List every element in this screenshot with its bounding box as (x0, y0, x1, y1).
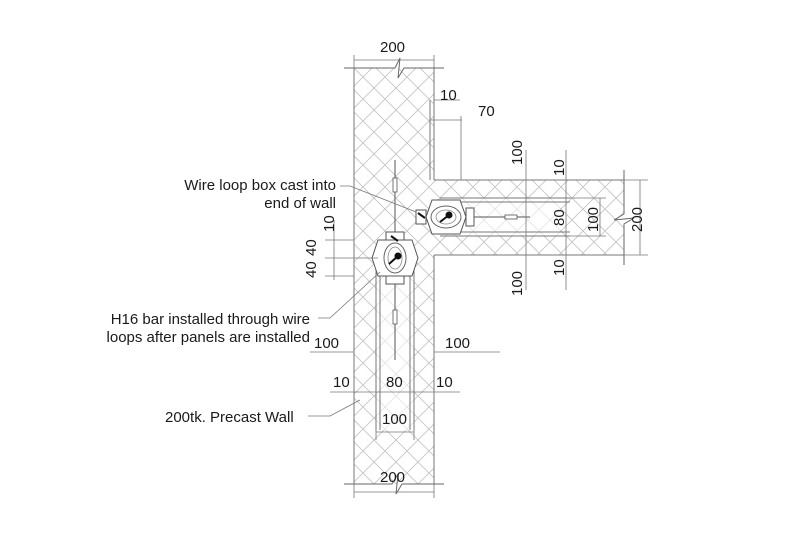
dim-top-gap: 10 (440, 87, 457, 104)
annotation-precast-wall: 200tk. Precast Wall (165, 409, 294, 426)
dim-left-40-lower: 40 (303, 261, 320, 278)
dim-left-40-upper: 40 (303, 239, 320, 256)
dim-right-100-top: 100 (509, 139, 526, 165)
dim-bottom-100: 100 (382, 411, 408, 428)
dim-top-wall-width: 200 (380, 39, 406, 56)
h16-bar-line1: H16 bar installed through wire (110, 311, 310, 328)
dim-bottom-80: 80 (386, 374, 403, 391)
annotation-wire-loop-box: Wire loop box cast into end of wall (150, 178, 336, 211)
wire-loop-box-horizontal (415, 199, 530, 235)
dim-right-10-top: 10 (551, 159, 568, 176)
wire-loop-box-line2: end of wall (264, 195, 336, 212)
dim-left-10: 10 (321, 215, 338, 232)
dim-bottom-right-10: 10 (436, 374, 453, 391)
annotation-h16-bar: H16 bar installed through wire loops aft… (70, 312, 310, 345)
dim-right-10-bottom: 10 (551, 259, 568, 276)
dim-mid-left-100: 100 (314, 335, 340, 352)
wire-loop-box-line1: Wire loop box cast into (184, 177, 336, 194)
leader-lines (308, 185, 417, 417)
dim-bottom-left-10: 10 (333, 374, 350, 391)
dim-right-loop-100: 100 (585, 206, 602, 232)
dim-right-100-bottom: 100 (509, 270, 526, 296)
dim-top-offset: 70 (478, 103, 495, 120)
dimension-lines (310, 55, 648, 498)
dim-mid-right-100: 100 (445, 335, 471, 352)
h16-bar-line2: loops after panels are installed (106, 329, 310, 346)
dim-right-wall-200: 200 (629, 206, 646, 232)
dim-right-loop-80: 80 (551, 209, 568, 226)
dim-bottom-wall-width: 200 (380, 469, 406, 486)
wire-loop-box-vertical (371, 160, 419, 360)
